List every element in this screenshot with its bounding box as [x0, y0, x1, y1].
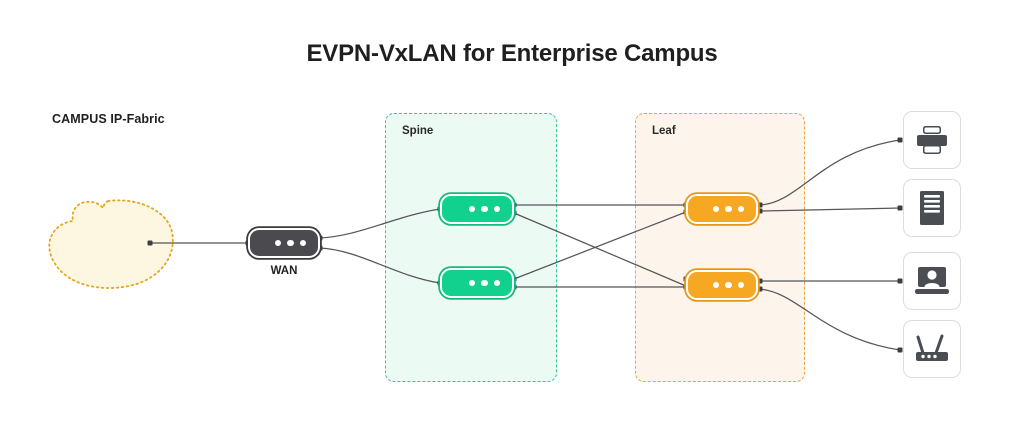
spine-1-status-dots	[468, 205, 500, 213]
leaf-1-status-dots	[712, 205, 744, 213]
device-leaf-2[interactable]	[686, 270, 758, 300]
access-point-icon	[916, 334, 948, 361]
zone-leaf: Leaf	[635, 113, 805, 382]
workstation-icon	[915, 267, 949, 294]
page-title: EVPN-VxLAN for Enterprise Campus	[306, 40, 718, 67]
zone-leaf-label: Leaf	[652, 125, 676, 137]
link-wan-spine1	[319, 208, 441, 239]
device-wan-label: WAN	[270, 265, 298, 277]
device-wan[interactable]	[248, 228, 320, 258]
endpoint-access-point[interactable]	[903, 320, 961, 378]
printer-icon	[917, 126, 947, 154]
device-leaf-1[interactable]	[686, 194, 758, 224]
campus-cloud-shape	[48, 199, 174, 289]
link-leaf1-server	[759, 207, 901, 212]
device-spine-1[interactable]	[440, 194, 514, 224]
link-spine1-leaf2	[513, 212, 687, 287]
spine-2-status-dots	[468, 279, 500, 287]
link-wan-spine2	[319, 247, 441, 284]
link-leaf2-ap	[759, 288, 901, 351]
endpoint-server[interactable]	[903, 179, 961, 237]
server-icon	[920, 191, 944, 225]
endpoint-workstation[interactable]	[903, 252, 961, 310]
campus-ip-fabric-label: CAMPUS IP-Fabric	[52, 112, 165, 126]
wan-status-dots	[274, 239, 306, 247]
endpoint-printer[interactable]	[903, 111, 961, 169]
device-spine-2[interactable]	[440, 268, 514, 298]
zone-spine-label: Spine	[402, 125, 434, 137]
link-leaf1-printer	[759, 139, 901, 206]
link-spine2-leaf1	[513, 211, 687, 280]
leaf-2-status-dots	[712, 281, 744, 289]
zone-spine: Spine	[385, 113, 557, 382]
